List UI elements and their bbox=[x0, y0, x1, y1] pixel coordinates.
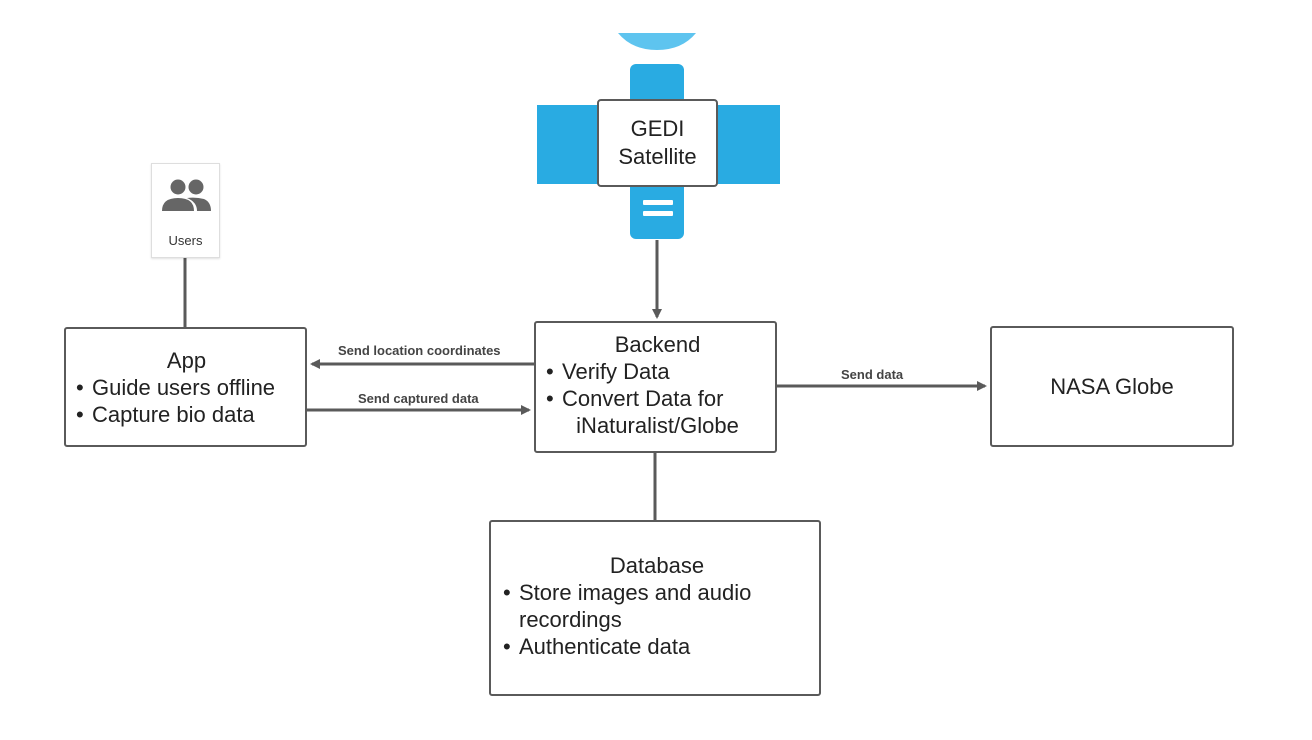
database-title: Database bbox=[609, 553, 705, 578]
database-node: Database Store images and audio recordin… bbox=[489, 520, 821, 696]
backend-title: Backend bbox=[614, 332, 701, 357]
backend-item: Convert Data for bbox=[546, 385, 769, 412]
backend-node: Backend Verify Data Convert Data for iNa… bbox=[534, 321, 777, 453]
app-title: App bbox=[166, 348, 207, 373]
edge-label-send-data: Send data bbox=[841, 367, 904, 382]
backend-item-continuation: iNaturalist/Globe bbox=[576, 413, 739, 438]
app-item: Guide users offline bbox=[76, 374, 297, 401]
app-item-list: Guide users offline Capture bio data bbox=[76, 374, 297, 428]
backend-item-list: Verify Data Convert Data for iNaturalist… bbox=[546, 358, 769, 439]
users-node: Users bbox=[151, 163, 220, 258]
nasa-globe-title: NASA Globe bbox=[1050, 374, 1174, 399]
satellite-label-box: GEDI Satellite bbox=[597, 99, 718, 187]
people-icon bbox=[162, 179, 211, 211]
database-item-list: Store images and audio recordings Authen… bbox=[503, 579, 811, 660]
edge-label-send-location: Send location coordinates bbox=[338, 343, 501, 358]
users-label: Users bbox=[168, 233, 203, 248]
database-item-continuation: recordings bbox=[519, 607, 622, 632]
satellite-label-line2: Satellite bbox=[618, 144, 697, 169]
backend-item: Verify Data bbox=[546, 358, 769, 385]
database-item: Store images and audio bbox=[503, 579, 811, 606]
app-node: App Guide users offline Capture bio data bbox=[64, 327, 307, 447]
app-item: Capture bio data bbox=[76, 401, 297, 428]
database-item: Authenticate data bbox=[503, 633, 811, 660]
nasa-globe-node: NASA Globe bbox=[990, 326, 1234, 447]
satellite-label-line1: GEDI bbox=[630, 116, 685, 141]
edge-label-send-captured: Send captured data bbox=[358, 391, 479, 406]
